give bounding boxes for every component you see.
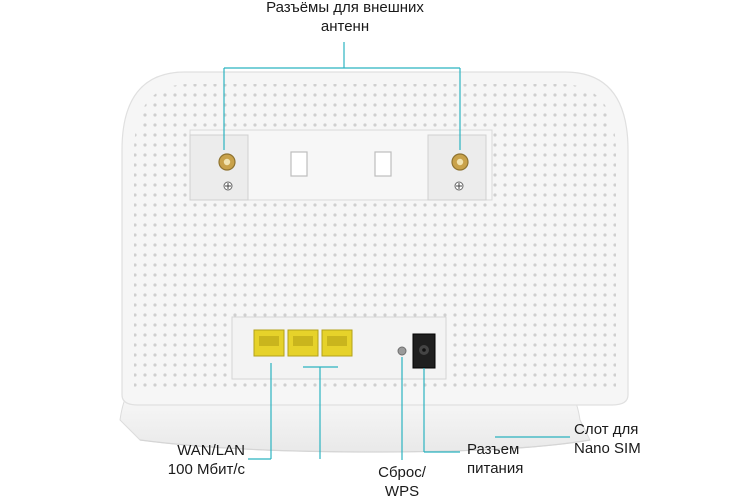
reset-wps-label-line2: WPS bbox=[384, 483, 420, 500]
reset-wps-label-line1: Сброс/ bbox=[378, 464, 426, 481]
power-label-line1: Разъем bbox=[467, 441, 520, 458]
wan-lan-label: WAN/LAN 100 Мбит/с bbox=[140, 441, 245, 479]
sim-label-line1: Слот для bbox=[574, 421, 639, 438]
reset-wps-label: Сброс/ WPS bbox=[362, 463, 442, 501]
power-jack-icon bbox=[412, 333, 436, 369]
power-label-line2: питания bbox=[467, 460, 524, 477]
antenna-connectors-label: Разъёмы для внешних антенн bbox=[245, 0, 445, 36]
antenna-connector-left-icon bbox=[218, 153, 236, 191]
ethernet-port-3-icon bbox=[321, 329, 353, 357]
wan-lan-label-line1: WAN/LAN bbox=[177, 442, 245, 459]
ethernet-port-1-icon bbox=[253, 329, 285, 357]
router-stand-edge bbox=[139, 439, 591, 453]
antenna-bay-left bbox=[189, 134, 249, 201]
wall-mount-slot-left bbox=[290, 151, 308, 177]
antenna-label-line2: антенн bbox=[320, 18, 370, 35]
reset-button-icon bbox=[397, 346, 407, 356]
power-label: Разъем питания bbox=[467, 440, 557, 478]
antenna-connector-right-icon bbox=[451, 153, 469, 191]
ethernet-port-2-icon bbox=[287, 329, 319, 357]
antenna-label-line1: Разъёмы для внешних bbox=[266, 0, 424, 16]
leader-lines bbox=[223, 42, 570, 460]
sim-slot-label: Слот для Nano SIM bbox=[574, 420, 664, 458]
wall-mount-slot-right bbox=[374, 151, 392, 177]
wan-lan-label-line2: 100 Мбит/с bbox=[167, 461, 245, 478]
sim-label-line2: Nano SIM bbox=[574, 440, 641, 457]
